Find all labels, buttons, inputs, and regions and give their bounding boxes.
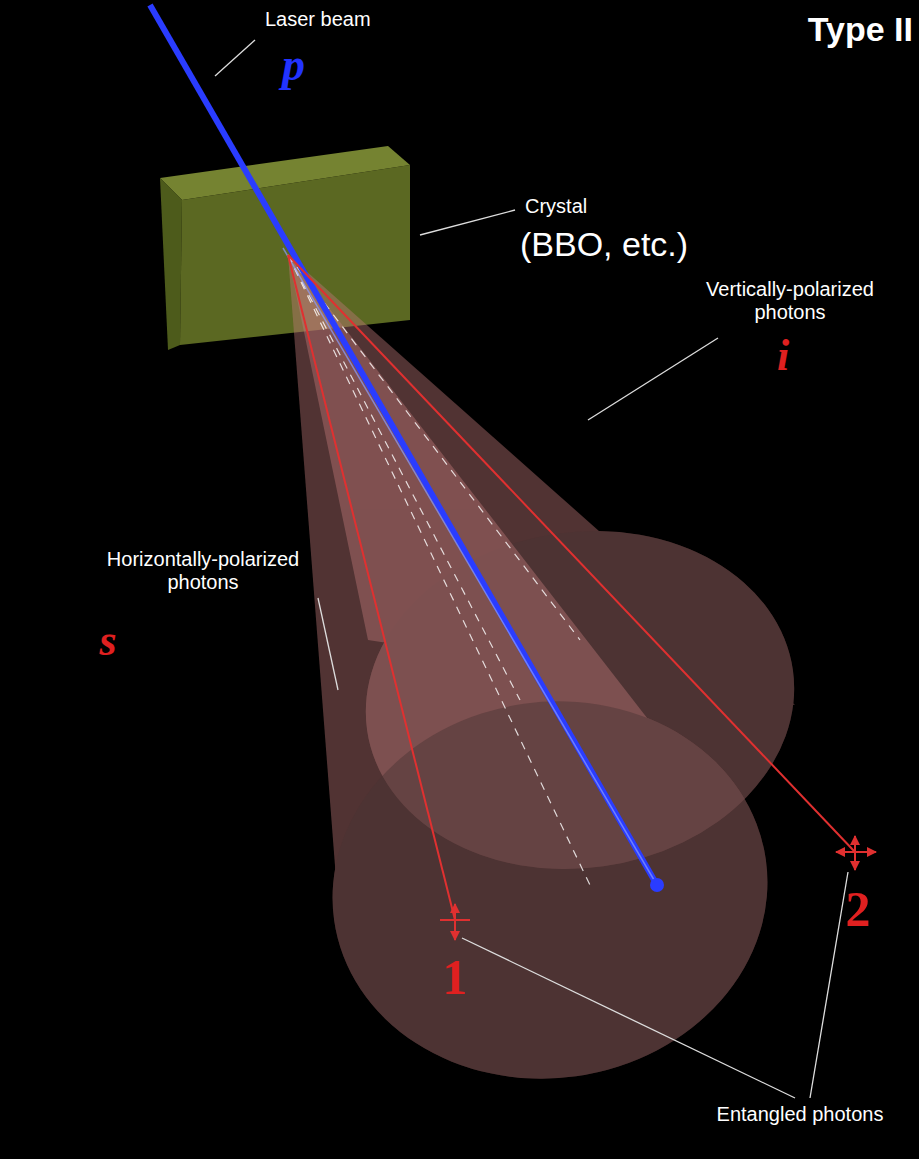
part-label: Crystal — [525, 195, 587, 218]
part-label: Laser beam — [265, 8, 371, 31]
crystal — [160, 146, 410, 350]
leader-lines — [215, 40, 848, 1098]
signal-cone-base — [308, 673, 792, 1106]
photon-rays — [288, 255, 855, 920]
part-label: Entangled photons — [717, 1103, 884, 1126]
part-label: Horizontally-polarized photons — [88, 548, 318, 594]
callout-number: 2 — [846, 880, 871, 938]
beam-end — [650, 878, 664, 892]
symbol-label: i — [777, 330, 789, 381]
part-label: (BBO, etc.) — [520, 225, 688, 264]
symbol-label: p — [282, 38, 305, 91]
symbol-label: s — [99, 615, 116, 666]
cone-axes — [288, 255, 590, 885]
part-label: Vertically-polarized photons — [695, 278, 885, 324]
laser-beam — [150, 5, 657, 885]
title-label: Type II — [808, 10, 913, 49]
callout-number: 1 — [443, 948, 468, 1006]
laser-core — [283, 248, 657, 885]
polarization-cross — [440, 836, 876, 940]
